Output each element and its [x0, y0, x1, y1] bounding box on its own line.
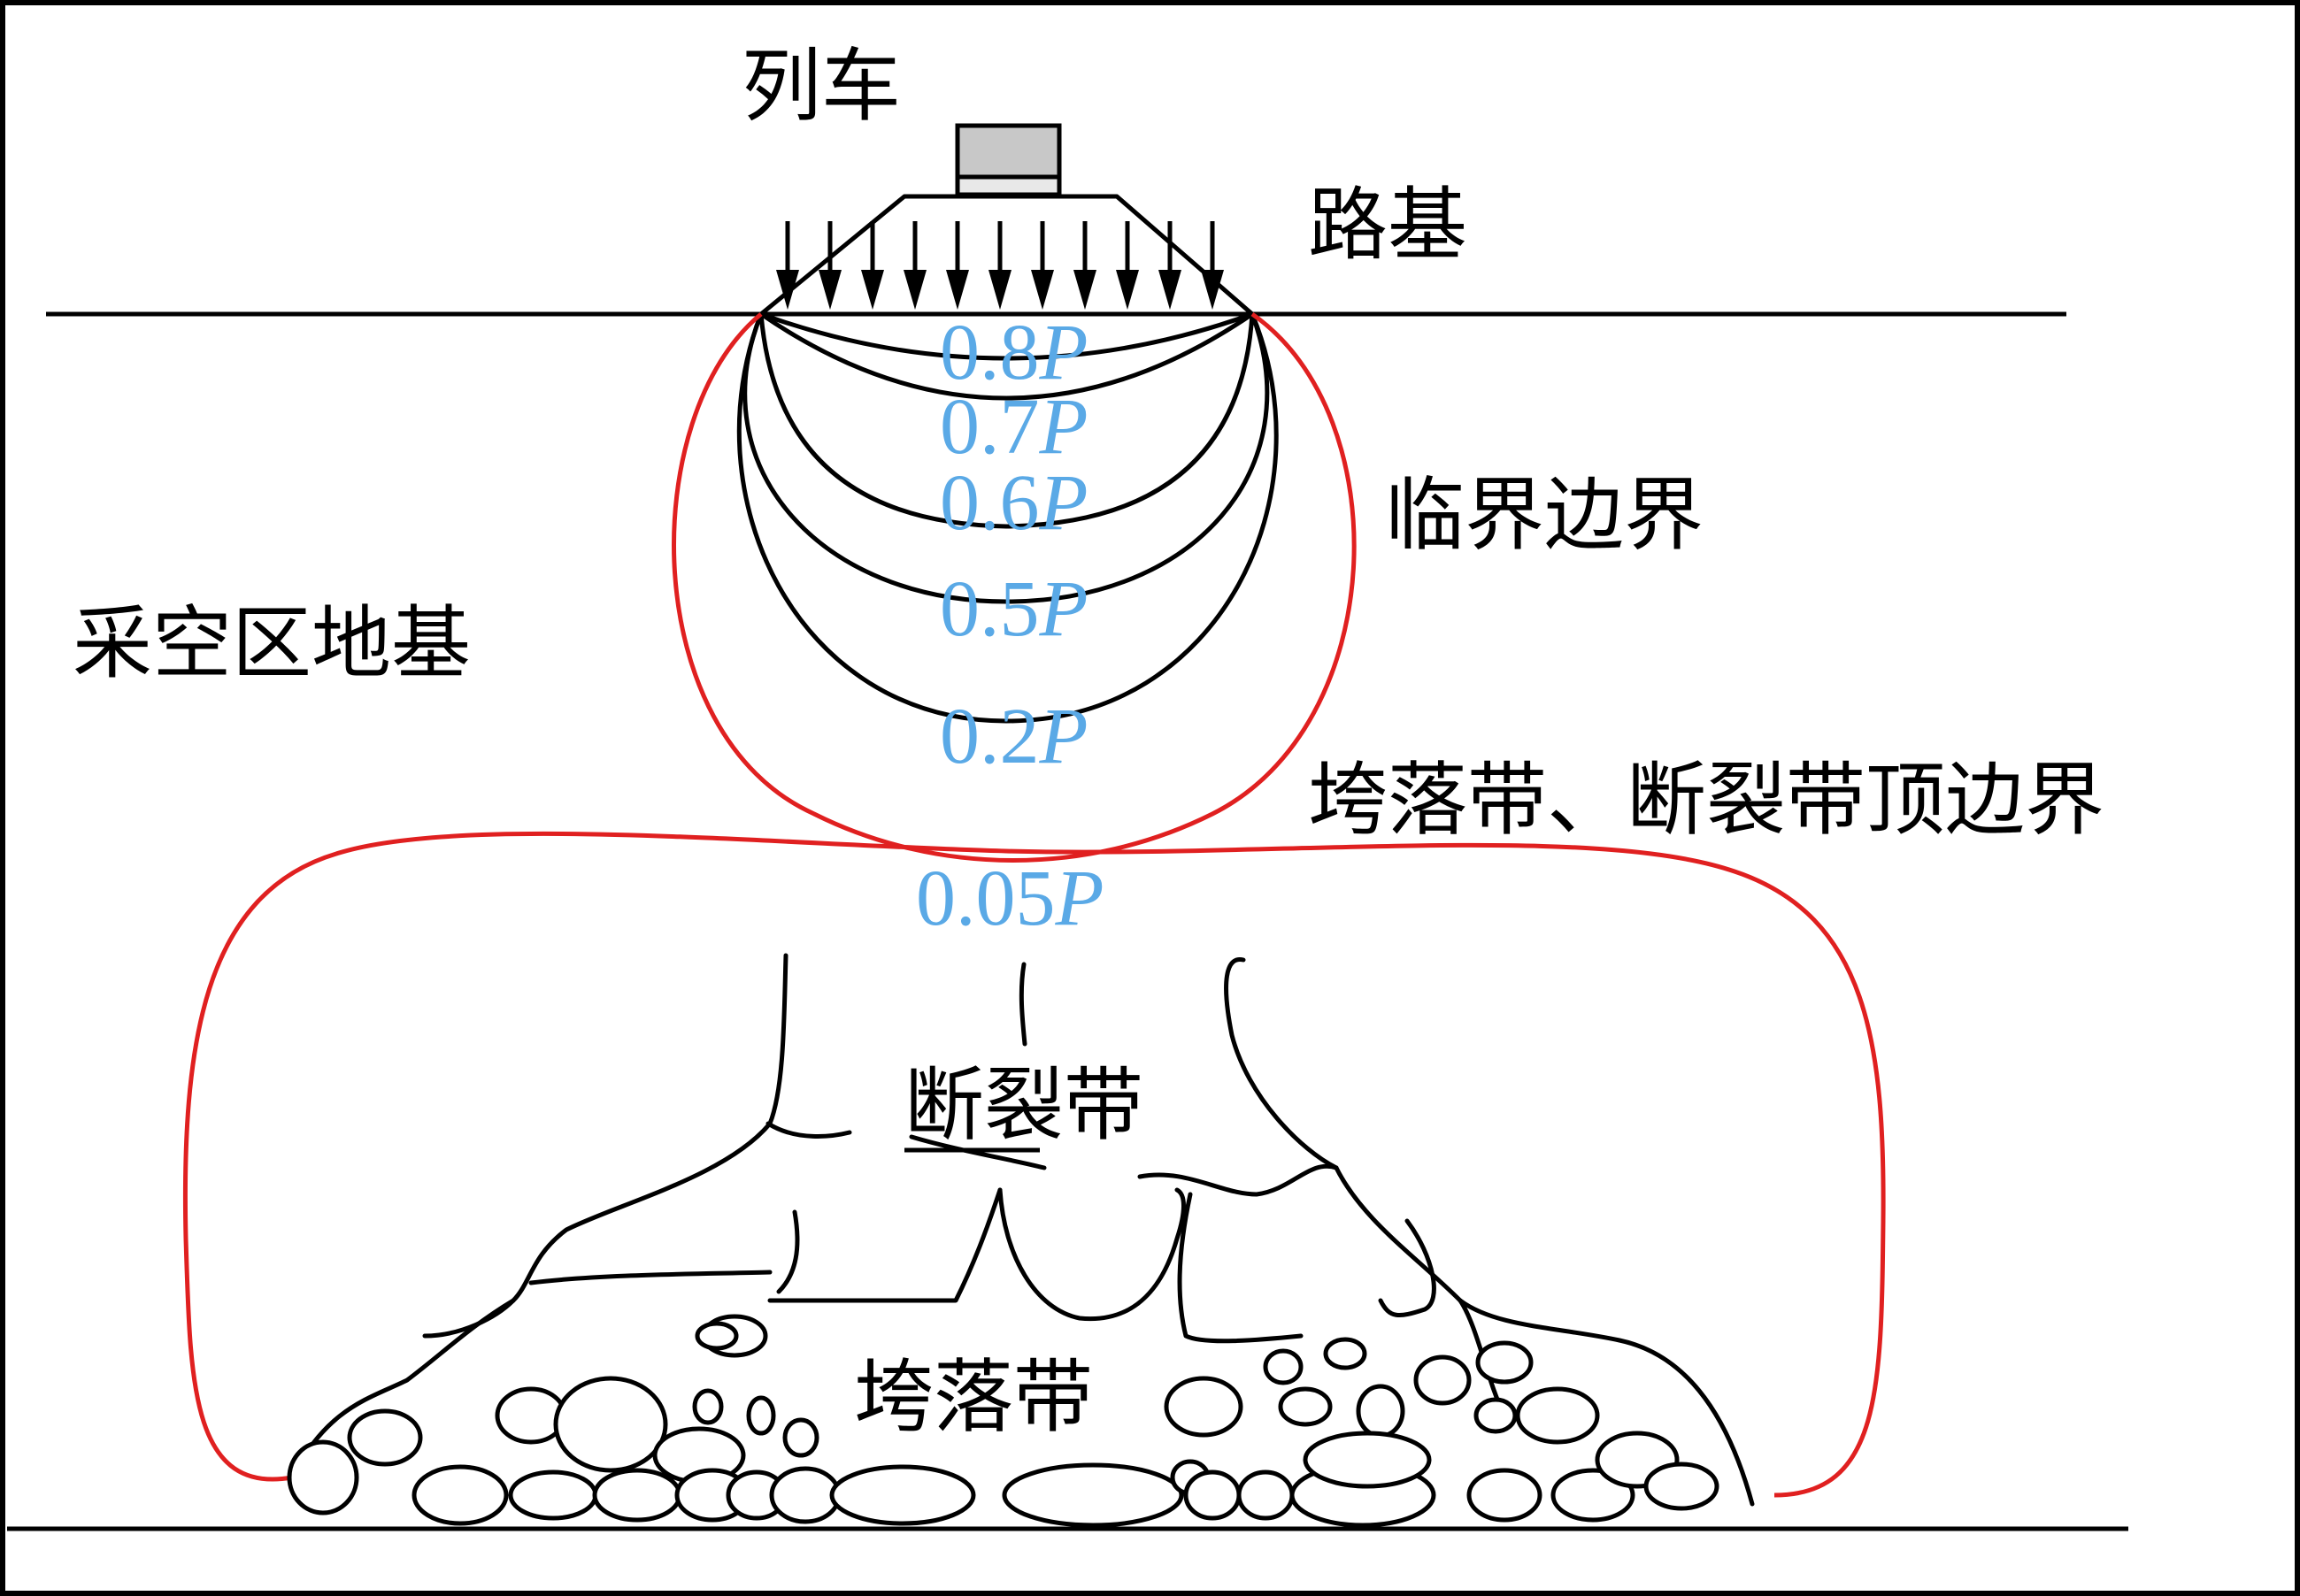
load-arrow-head [1073, 270, 1096, 310]
load-arrow-head [904, 270, 927, 310]
caving-zone-label: 垮落带 [854, 1351, 1093, 1444]
load-arrow-head [1116, 270, 1139, 310]
stress-label-0.05P: 0.05P [916, 855, 1104, 942]
load-arrow-head [861, 270, 884, 310]
critical-boundary-label: 临界边界 [1385, 469, 1704, 562]
load-arrow-head [1031, 270, 1054, 310]
caving-fracture-top-boundary-label: 垮落带、断裂带顶边界 [1308, 754, 2104, 847]
load-arrow-head [988, 270, 1012, 310]
caving-fracture-top-boundary-curve [182, 831, 1886, 1498]
load-arrow-head [1158, 270, 1181, 310]
stress-label-0.5P: 0.5P [940, 565, 1088, 653]
contour-0.5P [742, 311, 1270, 604]
load-arrow-head [946, 270, 969, 310]
subgrade-embankment [758, 194, 1255, 317]
load-arrows [776, 221, 1224, 310]
stress-contours [736, 311, 1279, 724]
goaf-foundation-label: 采空区地基 [73, 597, 471, 690]
stress-label-0.8P: 0.8P [940, 309, 1088, 396]
caving-zone-rocks [287, 1314, 1719, 1528]
load-arrow-head [819, 270, 842, 310]
load-arrow-head [776, 270, 799, 310]
train-icon [955, 123, 1062, 197]
stress-label-0.2P: 0.2P [940, 693, 1088, 780]
contour-0.2P [736, 311, 1279, 724]
subgrade-label: 路基 [1308, 179, 1467, 272]
load-arrow-head [1201, 270, 1224, 310]
stress-label-0.7P: 0.7P [940, 383, 1088, 471]
contour-0.8P [758, 311, 1255, 361]
critical-boundary-curve [672, 311, 1357, 863]
train-label: 列车 [742, 40, 901, 133]
fracture-zone-label: 断裂带 [904, 1059, 1143, 1152]
contour-0.7P [758, 311, 1255, 401]
contour-0.6P [758, 311, 1255, 529]
stress-label-0.6P: 0.6P [940, 459, 1088, 547]
